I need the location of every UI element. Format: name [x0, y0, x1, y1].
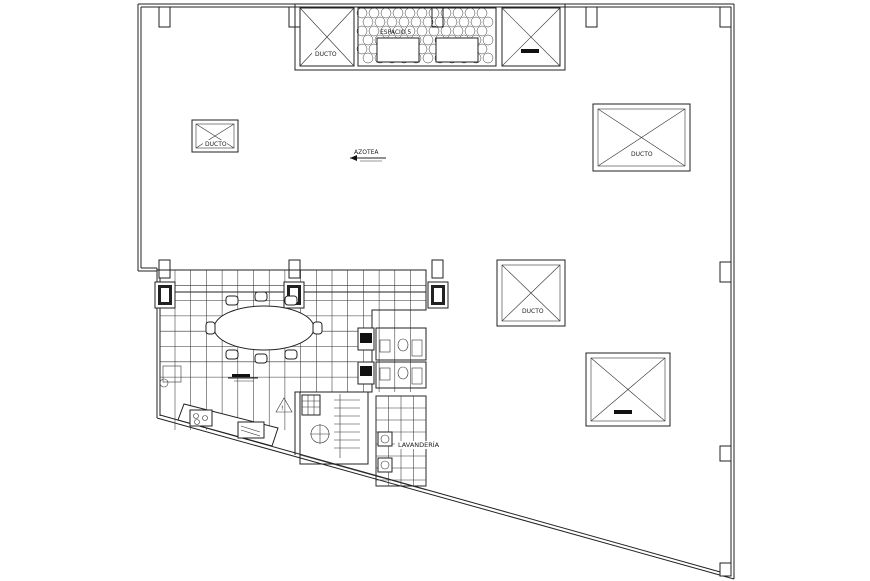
- hatch-cell: [410, 16, 422, 28]
- hatch-cell: [422, 34, 434, 46]
- hatch-cell: [464, 7, 476, 19]
- column: [719, 261, 732, 283]
- column: [719, 562, 732, 577]
- azotea-label: AZOTEA: [354, 149, 379, 156]
- hatch-cell: [422, 52, 434, 64]
- kitchen-counter: [159, 365, 279, 447]
- hatch-cell: [476, 7, 488, 19]
- column: [719, 445, 732, 462]
- hatch-cell: [482, 34, 494, 46]
- stair-treads: [334, 394, 360, 458]
- hatch-cell: [368, 25, 380, 37]
- hatch-cell: [470, 16, 482, 28]
- svg-text:!: !: [281, 405, 283, 412]
- hatch-cell: [380, 25, 392, 37]
- hatch-cell: [386, 16, 398, 28]
- column: [288, 259, 301, 279]
- hatch-cell: [446, 16, 458, 28]
- room-marker: [228, 374, 258, 382]
- hatch-cell: [482, 16, 494, 28]
- hatch-cell: [452, 25, 464, 37]
- stairs: !: [275, 391, 369, 465]
- hatch-cell: [434, 16, 446, 28]
- column: [158, 6, 171, 28]
- hatch-cell: [440, 25, 452, 37]
- hatch-cell: [428, 25, 440, 37]
- column: [431, 259, 444, 279]
- hatch-cell: [368, 7, 380, 19]
- duct-label: DUCTO: [205, 141, 227, 148]
- roof-ducts: DUCTO DUCTO DUCTO: [191, 103, 691, 427]
- laundry-label: LAVANDERÍA: [398, 440, 440, 449]
- hatch-cell: [428, 7, 440, 19]
- hatch-cell: [464, 25, 476, 37]
- hatch-cell: [416, 7, 428, 19]
- hatch-cell: [356, 25, 368, 37]
- hatch-cell: [476, 25, 488, 37]
- hatch-cell: [452, 7, 464, 19]
- duct-label: DUCTO: [522, 308, 544, 315]
- elevator-label: ESPACIO 5: [380, 29, 411, 36]
- hatch-cell: [392, 25, 404, 37]
- hatch-cell: [422, 16, 434, 28]
- hatch-cell: [380, 7, 392, 19]
- column: [719, 6, 732, 28]
- hatch-cell: [398, 16, 410, 28]
- duct-label: DUCTO: [315, 51, 337, 58]
- hatch-cell: [440, 7, 452, 19]
- column: [585, 6, 598, 28]
- roof-area: AZOTEA: [350, 149, 386, 162]
- top-service-core: DUCTO ESPACIO 5: [294, 3, 566, 71]
- hatch-cell: [356, 7, 368, 19]
- hatch-cell: [416, 25, 428, 37]
- dining-table: [205, 291, 323, 364]
- hatch-cell: [362, 52, 374, 64]
- column: [158, 259, 171, 279]
- duct-label: DUCTO: [631, 151, 653, 158]
- hatch-cell: [482, 52, 494, 64]
- hatch-cell: [374, 16, 386, 28]
- bathrooms: [357, 327, 427, 389]
- hatch-cell: [404, 25, 416, 37]
- hatch-cell: [362, 16, 374, 28]
- laundry: LAVANDERÍA: [375, 395, 440, 487]
- hatch-cell: [458, 16, 470, 28]
- hatch-cell: [404, 7, 416, 19]
- room-columns: [154, 281, 449, 309]
- hatch-cell: [362, 34, 374, 46]
- hatch-cell: [356, 43, 368, 55]
- hatch-cell: [392, 7, 404, 19]
